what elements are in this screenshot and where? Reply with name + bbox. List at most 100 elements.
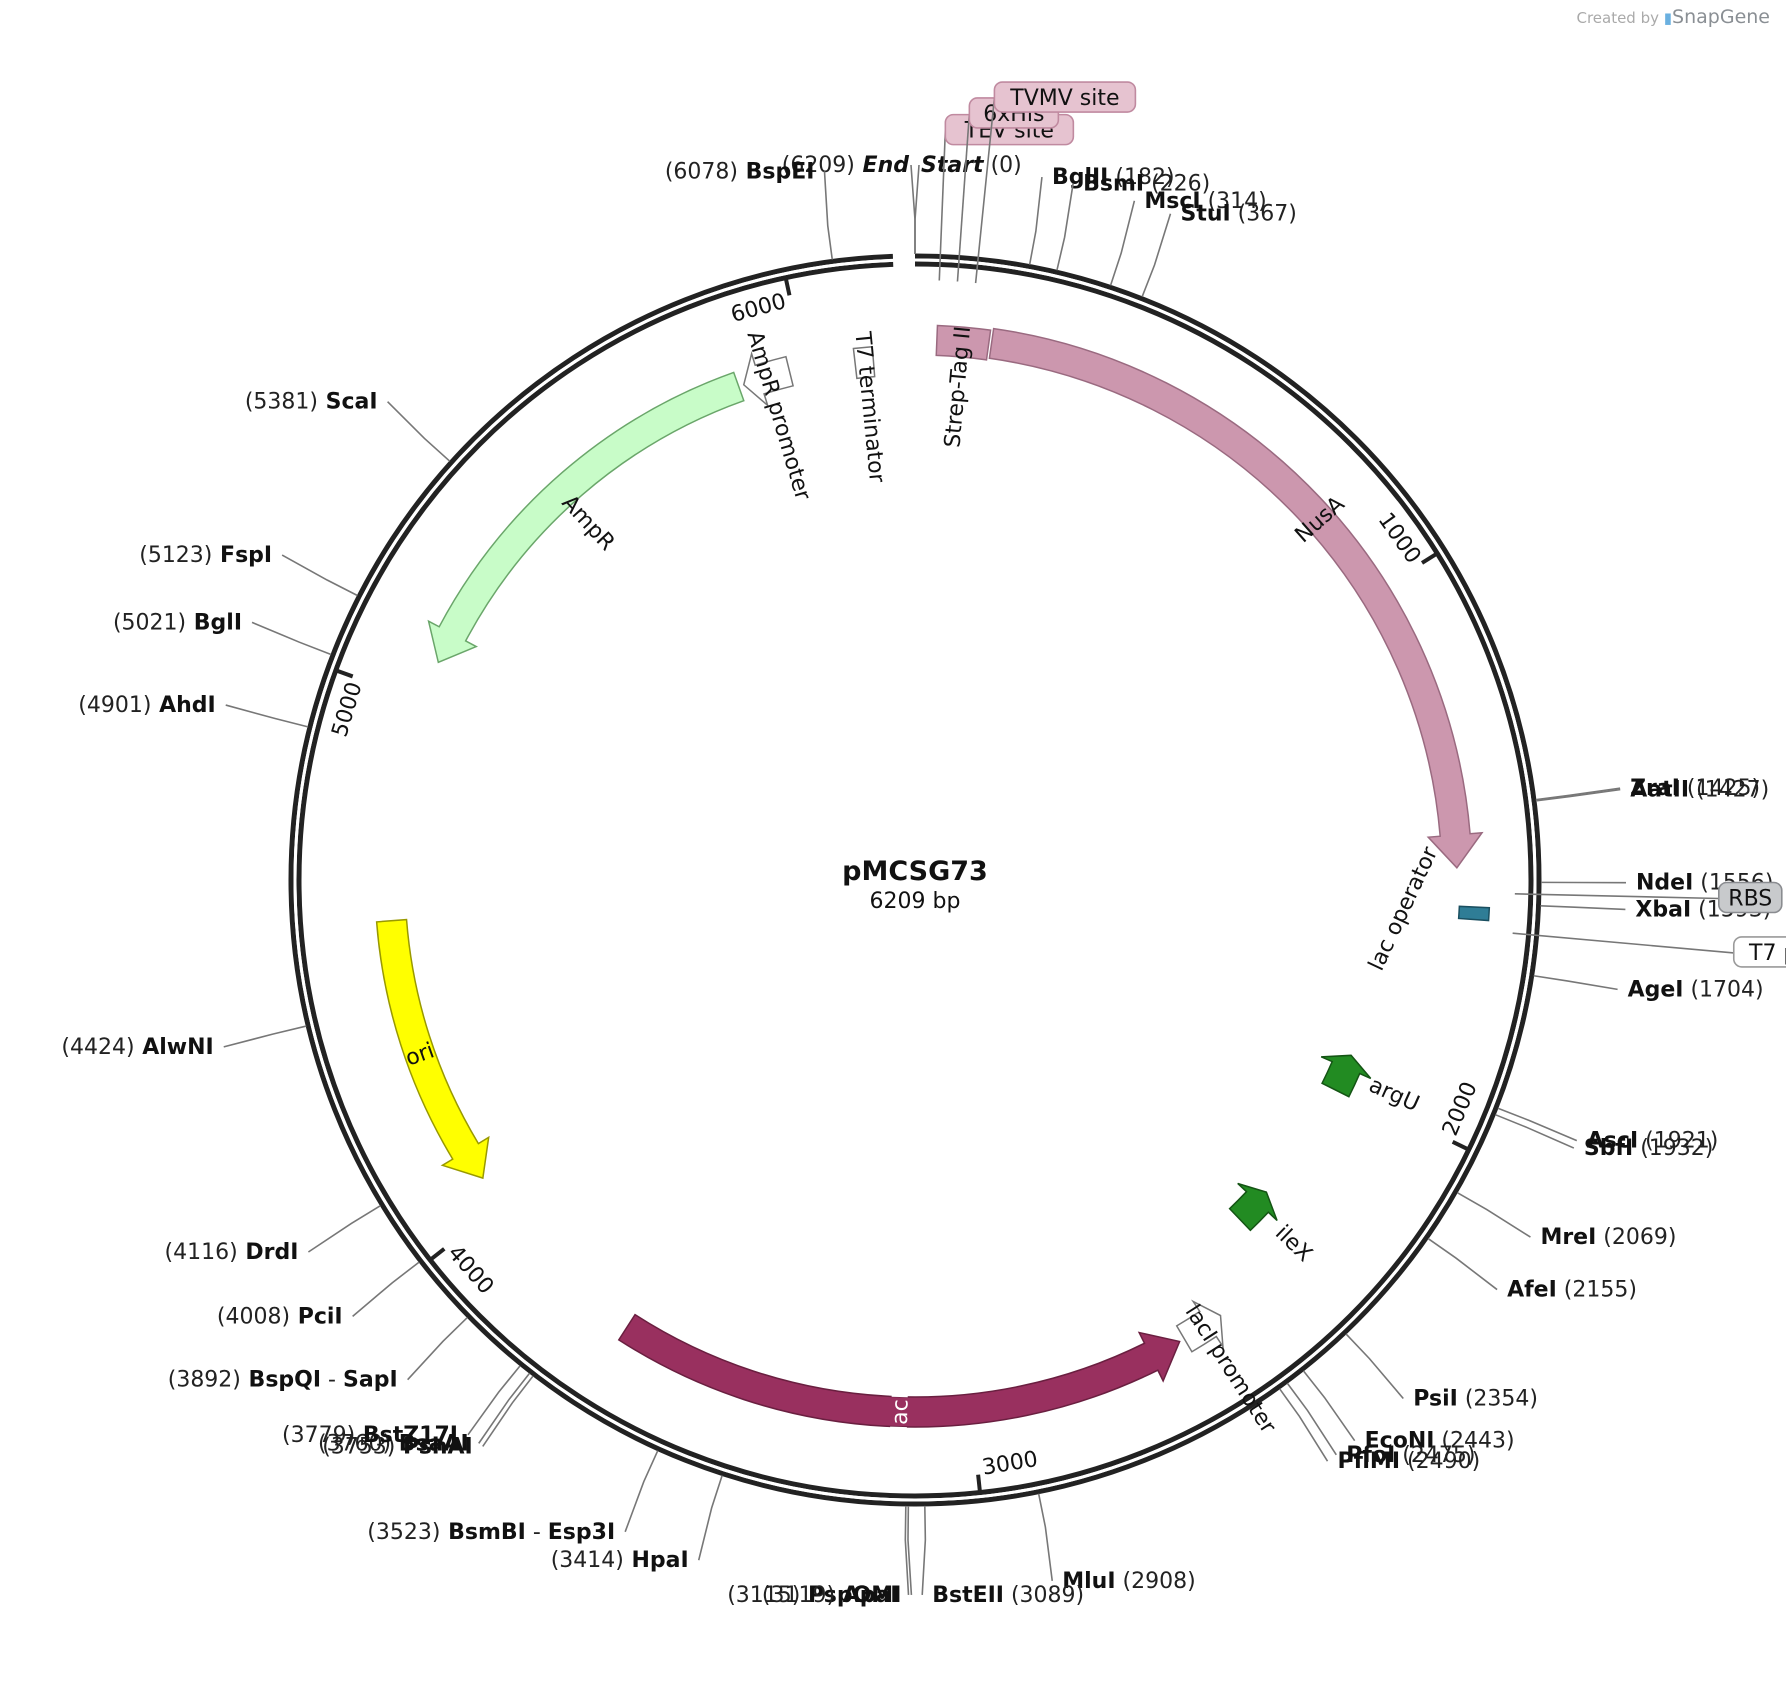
site-name: BspQI <box>241 1368 321 1393</box>
site-extra: Esp3I <box>548 1520 615 1545</box>
site-leader <box>1533 974 1618 991</box>
tick-label: 5000 <box>328 679 368 740</box>
feature-ori <box>375 918 490 1180</box>
tick-mark <box>976 1474 983 1495</box>
site-label: EcoNI (2443) <box>1365 1429 1515 1454</box>
site-leader <box>1497 1107 1578 1142</box>
site-label: PsiI (2354) <box>1413 1387 1538 1412</box>
site-name: PfoI <box>1346 1443 1395 1468</box>
tick-label: 3000 <box>980 1447 1039 1481</box>
site-pos: (0) <box>984 153 1022 178</box>
site-pos: (4008) <box>217 1304 290 1329</box>
site-label: ZraI (1425) <box>1630 776 1760 801</box>
site-pos: (2069) <box>1596 1225 1676 1250</box>
site-label: BsmI (226) <box>1083 172 1210 197</box>
site-pos: (3760) <box>318 1431 391 1456</box>
site-pos: (2443) <box>1434 1429 1514 1454</box>
site-name: Start <box>921 153 985 178</box>
site-leader <box>697 1475 723 1561</box>
feature-box <box>1717 881 1783 914</box>
site-label: AfeI (2155) <box>1507 1278 1637 1303</box>
site-leader <box>1109 200 1136 286</box>
site-label: (4008) PciI <box>217 1304 343 1329</box>
site-name: BsaAI <box>391 1431 469 1456</box>
site-name: DrdI <box>238 1240 299 1265</box>
feature-box-label: T7 promoter <box>1748 941 1786 966</box>
site-leader <box>223 1025 307 1048</box>
site-label: (3760) BsaAI <box>318 1431 469 1456</box>
site-name: PflMI <box>1338 1449 1401 1474</box>
box-leader <box>1514 893 1719 900</box>
site-label: MscI (314) <box>1144 189 1266 214</box>
site-label: (3414) HpaI <box>551 1548 689 1573</box>
site-leader <box>251 621 332 656</box>
site-label: AscI (1921) <box>1587 1129 1719 1154</box>
site-leader <box>921 1505 927 1595</box>
site-pos: (3523) <box>367 1520 440 1545</box>
feature-label: T7 terminator <box>849 330 889 485</box>
site-pos: (1427) <box>1689 778 1769 803</box>
site-name: AgeI <box>1628 977 1684 1002</box>
site-label: (5381) ScaI <box>245 390 378 415</box>
site-name: MreI <box>1540 1225 1596 1250</box>
site-extra: SapI <box>343 1368 398 1393</box>
site-name: End <box>855 153 909 178</box>
site-leader <box>624 1450 659 1533</box>
tick-label: 6000 <box>728 289 789 328</box>
site-label: (6078) BspEI <box>665 159 815 184</box>
site-name: ScaI <box>318 390 378 415</box>
site-pos: (3115) <box>727 1583 800 1608</box>
tick-mark <box>427 1247 446 1263</box>
site-pos: (3089) <box>1004 1583 1084 1608</box>
plasmid-length: 6209 bp <box>870 889 961 914</box>
site-pos: (4424) <box>61 1035 134 1060</box>
site-name: AfeI <box>1507 1278 1557 1303</box>
site-label: BstEII (3089) <box>932 1583 1084 1608</box>
site-leader <box>1141 213 1172 297</box>
site-leader <box>1535 787 1621 801</box>
site-leader <box>1056 183 1074 271</box>
site-leader <box>478 1372 531 1444</box>
site-dash: - <box>321 1368 343 1393</box>
site-label: AatII (1427) <box>1630 778 1769 803</box>
site-leader <box>1540 905 1626 911</box>
site-name: BglII <box>1052 165 1108 190</box>
site-label: (4116) DrdI <box>165 1240 299 1265</box>
site-name: AlwNI <box>135 1035 214 1060</box>
feature-box <box>1732 936 1786 968</box>
site-name: AatII <box>1630 778 1689 803</box>
site-pos: (3753) <box>322 1434 395 1459</box>
watermark-prefix: Created by <box>1576 9 1659 27</box>
site-name: PspOMI <box>800 1583 901 1608</box>
site-name: PciI <box>290 1304 343 1329</box>
feature-ampr-promoter <box>742 351 794 408</box>
site-name: ApaI <box>835 1583 898 1608</box>
site-name: PshAI <box>395 1434 472 1459</box>
site-label: StuI (367) <box>1180 202 1296 227</box>
tick-mark <box>333 667 354 679</box>
backbone-ring <box>288 252 1542 1507</box>
feature-label: lacI <box>888 1392 914 1431</box>
site-name: NdeI <box>1636 871 1693 896</box>
site-label: BglII (182) <box>1052 165 1175 190</box>
site-name: EcoNI <box>1365 1429 1435 1454</box>
watermark: Created by ▮SnapGene <box>1576 6 1770 28</box>
site-label: PflMI (2490) <box>1338 1449 1481 1474</box>
site-pos: (314) <box>1201 189 1267 214</box>
site-pos: (3414) <box>551 1548 624 1573</box>
site-leader <box>407 1316 468 1381</box>
site-leader <box>823 171 834 260</box>
site-pos: (1425) <box>1680 776 1760 801</box>
site-pos: (3892) <box>168 1368 241 1393</box>
site-pos: (367) <box>1231 202 1297 227</box>
site-leader <box>1495 1113 1575 1149</box>
site-pos: (4901) <box>78 693 151 718</box>
site-name: ZraI <box>1630 776 1680 801</box>
site-name: SbfI <box>1584 1136 1633 1161</box>
site-label: AgeI (1704) <box>1628 977 1764 1002</box>
plasmid-name: pMCSG73 <box>842 856 988 887</box>
site-name: StuI <box>1180 202 1230 227</box>
site-leader <box>225 704 309 728</box>
site-pos: (2475) <box>1395 1443 1475 1468</box>
site-label: (5123) FspI <box>139 543 272 568</box>
